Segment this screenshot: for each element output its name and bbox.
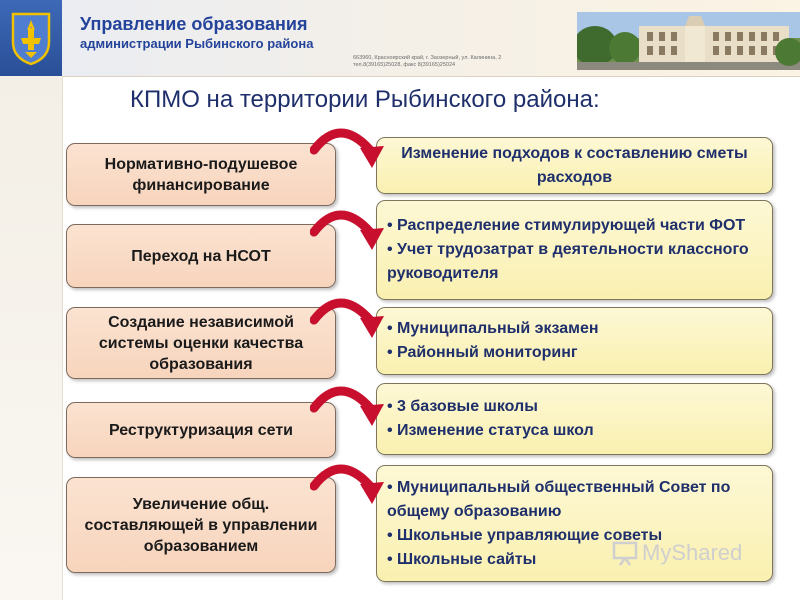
curved-arrow-icon — [310, 386, 384, 426]
divider — [62, 76, 63, 600]
list-item: • Изменение статуса школ — [387, 422, 594, 439]
right-box-4: • 3 базовые школы • Изменение статуса шк… — [376, 383, 773, 455]
slide-title: КПМО на территории Рыбинского района: — [130, 86, 600, 113]
coat-of-arms-icon — [0, 0, 62, 76]
org-title: Управление образования — [80, 14, 308, 34]
org-subtitle: администрации Рыбинского района — [80, 36, 314, 51]
list-item: • Школьные сайты — [387, 550, 537, 568]
left-box-1: Нормативно-подушевое финансирование — [66, 143, 336, 206]
decorative-strip — [0, 76, 62, 600]
address-block: 663960, Красноярский край, г. Заозерный,… — [353, 55, 553, 69]
list-item: • Учет трудозатрат в деятельности классн… — [387, 241, 749, 282]
list-item: • Школьные управляющие советы — [387, 526, 663, 544]
watermark-text: MyShared — [642, 540, 743, 565]
list-item: • Муниципальный общественный Совет по об… — [387, 478, 731, 520]
right-box-1-text: Изменение подходов к составлению сметы р… — [401, 144, 748, 186]
list-item: • Районный мониторинг — [387, 344, 578, 361]
left-box-2: Переход на НСОТ — [66, 224, 336, 288]
right-box-3: • Муниципальный экзамен • Районный монит… — [376, 307, 773, 375]
left-box-4: Реструктуризация сети — [66, 402, 336, 458]
list-item: • Распределение стимулирующей части ФОТ — [387, 217, 746, 234]
list-item: • 3 базовые школы — [387, 398, 538, 415]
phone-line: тел.8(39165)25028, факс 8(39165)25024 — [353, 62, 456, 68]
presentation-icon — [612, 541, 638, 566]
left-box-5: Увеличение общ. составляющей в управлени… — [66, 477, 336, 573]
curved-arrow-icon — [310, 464, 384, 504]
address-line: 663960, Красноярский край, г. Заозерный,… — [353, 55, 502, 61]
building-photo — [577, 12, 800, 70]
curved-arrow-icon — [310, 210, 384, 250]
curved-arrow-icon — [310, 128, 384, 168]
left-box-3: Создание независимой системы оценки каче… — [66, 307, 336, 379]
header: Управление образования администрации Рыб… — [0, 0, 800, 77]
watermark: MyShared — [612, 540, 742, 566]
list-item: • Муниципальный экзамен — [387, 320, 599, 337]
right-box-1: Изменение подходов к составлению сметы р… — [376, 137, 773, 194]
right-box-2: • Распределение стимулирующей части ФОТ … — [376, 200, 773, 300]
right-box-5: • Муниципальный общественный Совет по об… — [376, 465, 773, 582]
curved-arrow-icon — [310, 298, 384, 338]
